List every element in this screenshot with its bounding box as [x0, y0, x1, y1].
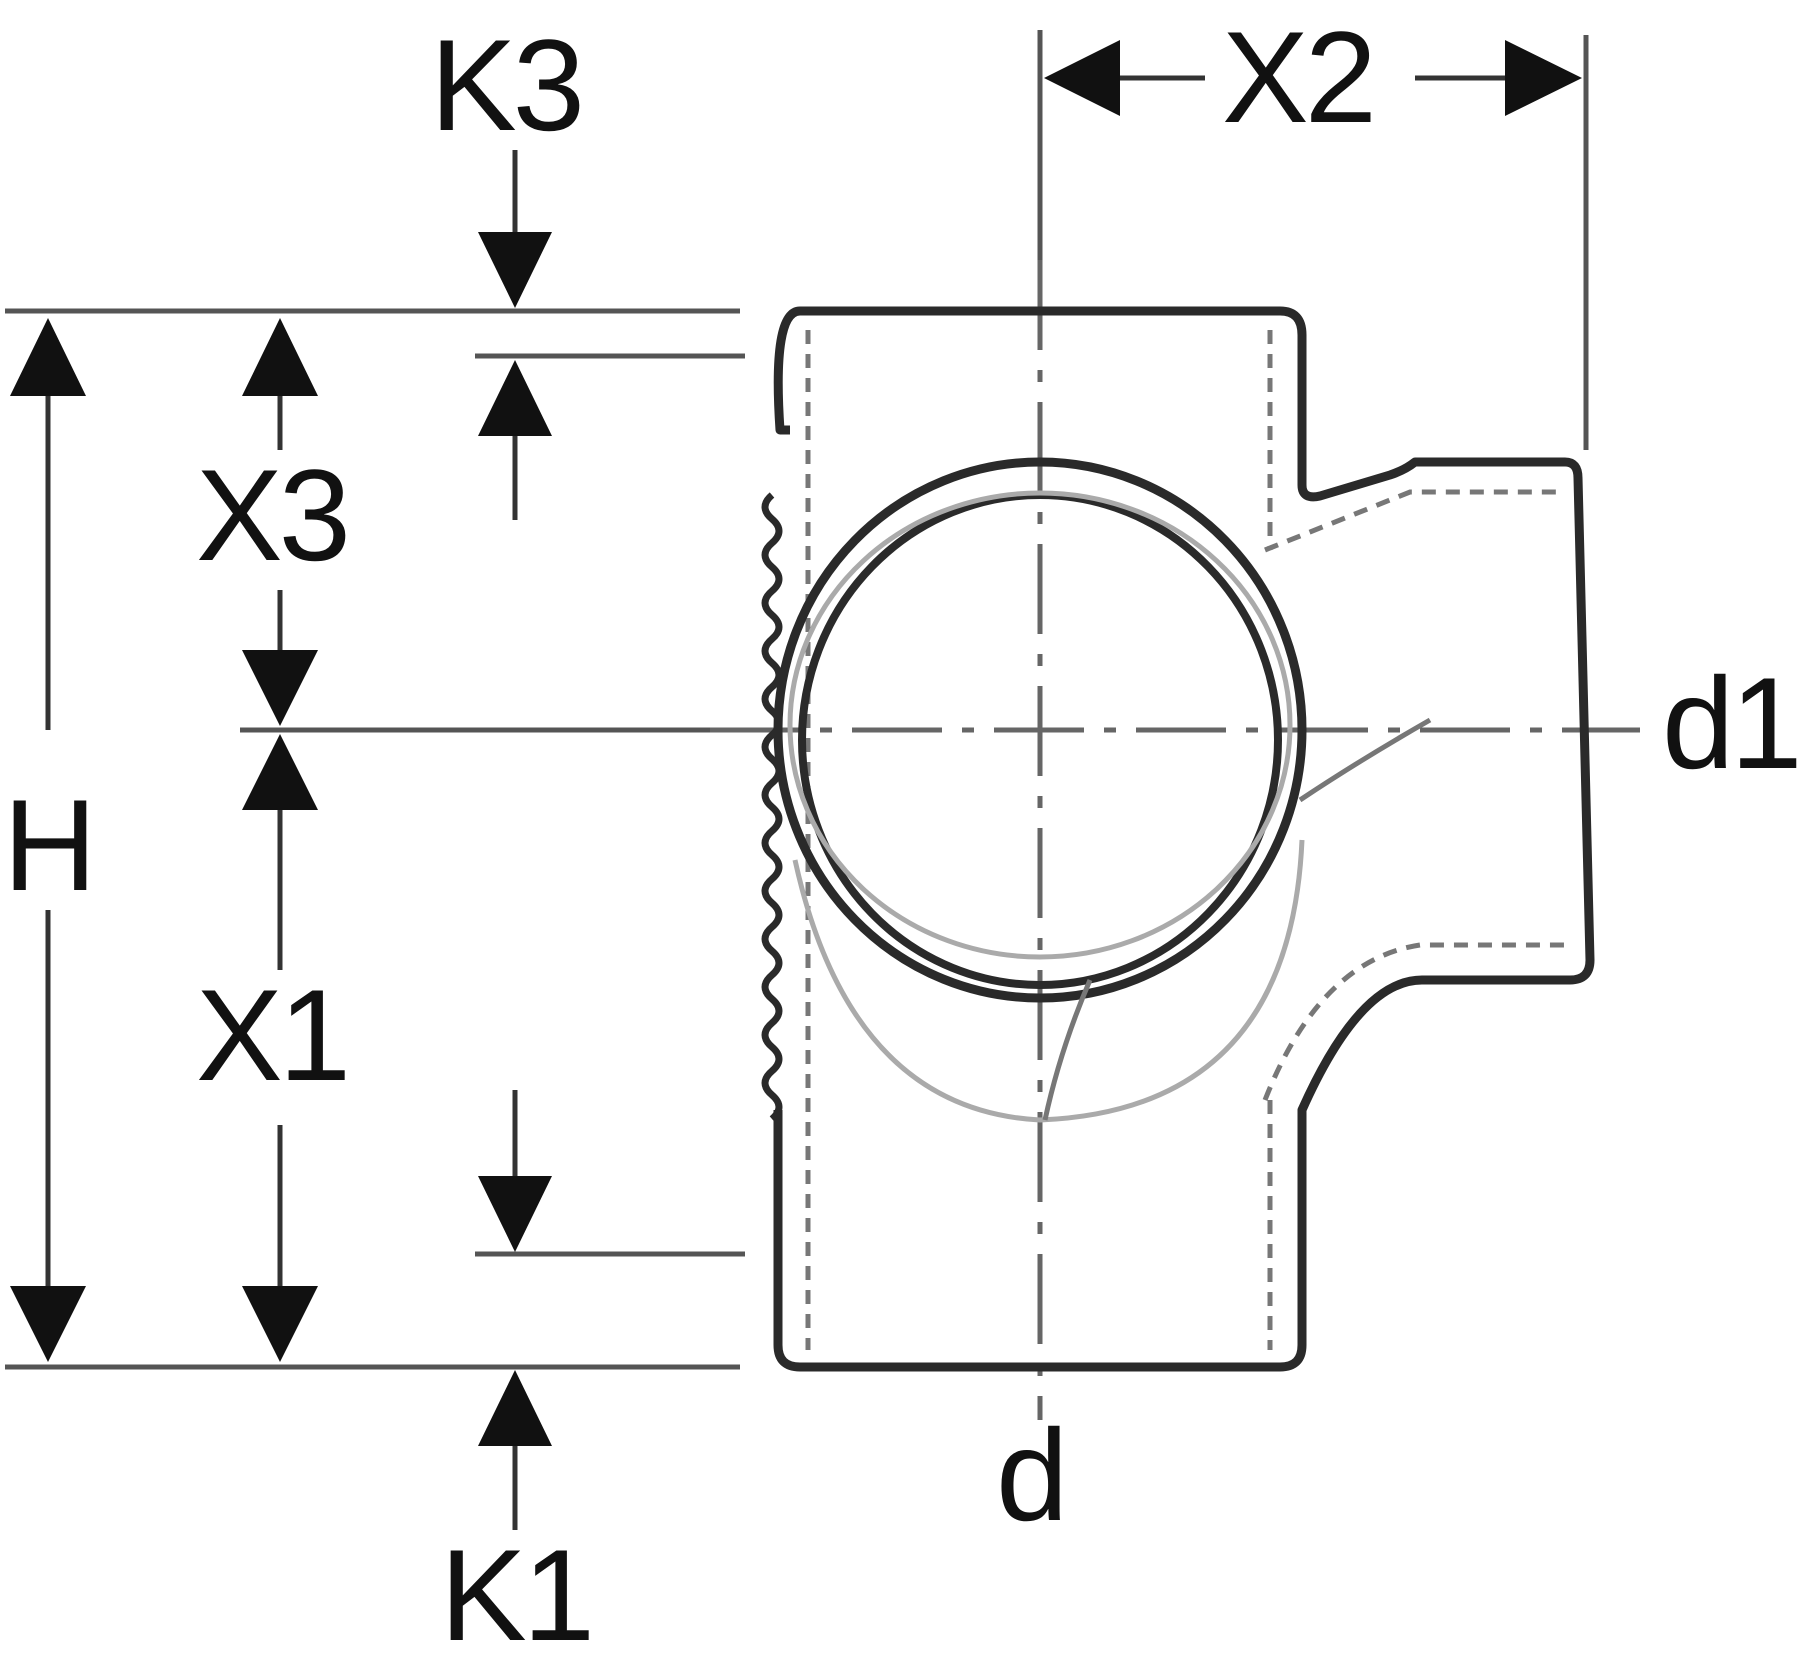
dimension-k1 — [478, 1090, 552, 1530]
label-k3: K3 — [430, 12, 585, 158]
extension-lines — [5, 30, 1589, 1370]
dimension-x2 — [1044, 40, 1582, 116]
label-h: H — [3, 772, 97, 918]
dimension-h — [10, 318, 86, 1362]
label-x3: X3 — [196, 442, 351, 588]
dimension-x3-x1 — [242, 318, 318, 1362]
label-d: d — [996, 1402, 1068, 1548]
label-x2: X2 — [1222, 4, 1377, 150]
dimension-k3 — [478, 150, 552, 520]
branch-opening — [773, 457, 1432, 1123]
centerlines — [710, 260, 1640, 1420]
label-d1: d1 — [1662, 650, 1800, 796]
fitting-body — [761, 306, 1595, 1372]
hidden-lines — [805, 330, 1565, 1350]
label-k1: K1 — [440, 1522, 595, 1668]
label-x1: X1 — [196, 962, 351, 1108]
